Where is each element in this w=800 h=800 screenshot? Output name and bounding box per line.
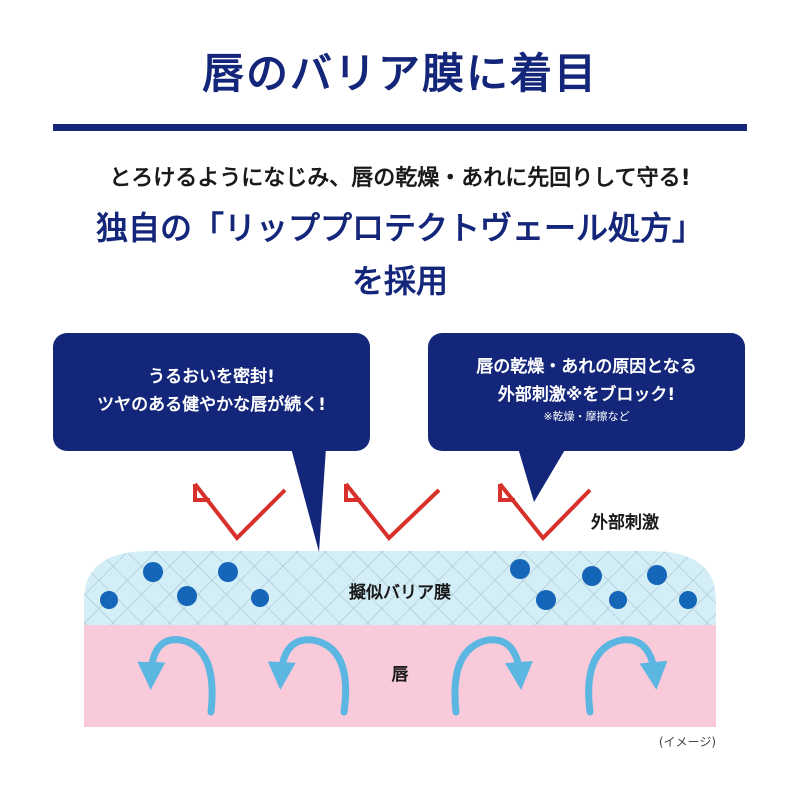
barrier-dot (218, 562, 238, 582)
headline-line-2: を採用 (351, 262, 448, 300)
bubble-right-text: 唇の乾燥・あれの原因となる 外部刺激※をブロック! ※乾燥・摩擦など (428, 353, 745, 425)
deflect-arrow-icon (498, 482, 592, 542)
barrier-dots (100, 559, 697, 610)
barrier-dot (510, 559, 530, 579)
bubble-right (428, 333, 745, 502)
image-caption: (イメージ) (658, 735, 716, 749)
moisture-curve-arrows (137, 636, 668, 716)
bubble-left-line-2: ツヤのある健やかな唇が続く! (97, 395, 326, 415)
bubble-left-line-1: うるおいを密封! (148, 367, 275, 387)
headline-line-1: 独自の「リッププロテクトヴェール処方」 (95, 209, 704, 247)
deflect-arrow-icon (344, 482, 441, 541)
curve-arrow-icon (451, 636, 533, 716)
page-title: 唇のバリア膜に着目 (201, 49, 598, 98)
barrier-dot (679, 591, 697, 609)
barrier-label: 擬似バリア膜 (349, 583, 451, 603)
barrier-dot (536, 590, 556, 610)
curve-arrow-icon (267, 636, 350, 716)
barrier-layer (84, 551, 716, 625)
deflect-arrow-icon (193, 482, 287, 542)
red-deflect-arrows (193, 482, 592, 542)
barrier-dot (609, 591, 627, 609)
bubble-right-note: ※乾燥・摩擦など (543, 410, 630, 423)
barrier-dot (177, 586, 197, 606)
title-divider (53, 124, 747, 131)
barrier-dot (647, 565, 667, 585)
curve-arrow-icon (137, 636, 216, 716)
bubble-left-text: うるおいを密封! ツヤのある健やかな唇が続く! (53, 363, 370, 419)
curve-arrow-icon (585, 636, 668, 716)
lip-label: 唇 (391, 665, 409, 685)
barrier-dot (100, 591, 118, 609)
barrier-dot (143, 562, 163, 582)
barrier-dot (582, 566, 602, 586)
subtitle: とろけるようになじみ、唇の乾燥・あれに先回りして守る! (109, 166, 691, 191)
external-stimulus-label: 外部刺激 (591, 513, 659, 533)
bubble-left (53, 333, 370, 552)
bubble-right-line-2: 外部刺激※をブロック! (497, 385, 676, 405)
bubble-right-line-1: 唇の乾燥・あれの原因となる (476, 357, 697, 377)
barrier-dot (251, 589, 269, 607)
